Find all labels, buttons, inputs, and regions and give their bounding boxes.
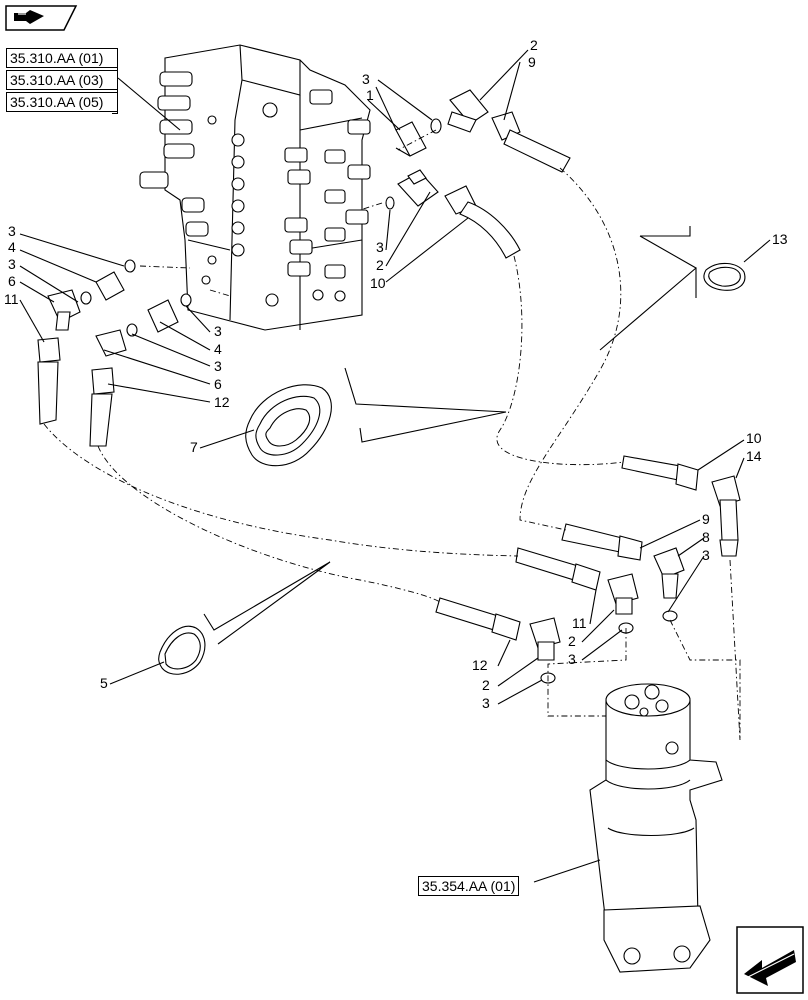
upper-fittings <box>385 89 571 259</box>
callout-6: 6 <box>8 273 16 289</box>
callout-11: 11 <box>572 615 587 631</box>
callout-3: 3 <box>8 223 16 239</box>
callout-3: 3 <box>702 547 710 563</box>
callout-3: 3 <box>362 71 370 87</box>
gasket-5 <box>158 625 206 675</box>
callout-4: 4 <box>8 239 16 255</box>
callout-4: 4 <box>214 341 222 357</box>
valve-ref-01[interactable]: 35.310.AA (01) <box>6 48 118 68</box>
callout-3: 3 <box>8 256 16 272</box>
swivel-ref[interactable]: 35.354.AA (01) <box>418 876 520 896</box>
callout-10: 10 <box>370 275 386 291</box>
callout-6: 6 <box>214 376 222 392</box>
seal-ring-7 <box>245 384 332 467</box>
callout-12: 12 <box>472 657 488 673</box>
lower-hoses <box>435 455 741 684</box>
callout-3: 3 <box>376 239 384 255</box>
callout-11: 11 <box>4 291 19 307</box>
left-fittings <box>37 259 192 447</box>
callout-7: 7 <box>190 439 198 455</box>
callout-2: 2 <box>482 677 490 693</box>
gasket-13 <box>703 262 746 291</box>
valve-ports-center <box>201 102 279 307</box>
routing-lines <box>43 129 741 741</box>
callout-14: 14 <box>746 448 762 464</box>
callout-2: 2 <box>530 37 538 53</box>
callout-2: 2 <box>376 257 384 273</box>
valve-ref-03[interactable]: 35.310.AA (03) <box>6 70 118 90</box>
callout-12: 12 <box>214 394 230 410</box>
callout-2: 2 <box>568 633 576 649</box>
valve-reference-group: 35.310.AA (01) 35.310.AA (03) 35.310.AA … <box>6 48 118 114</box>
callout-13: 13 <box>772 231 788 247</box>
reference-bracket <box>112 48 118 114</box>
valve-ports-right <box>284 89 371 302</box>
leader-lines <box>19 49 771 883</box>
callout-1: 1 <box>366 87 374 103</box>
valve-ref-05[interactable]: 35.310.AA (05) <box>6 92 118 112</box>
callout-9: 9 <box>702 511 710 527</box>
callout-3: 3 <box>568 651 576 667</box>
callout-3: 3 <box>214 323 222 339</box>
callout-labels: 3 1 2 9 3 2 10 3 4 3 6 11 3 4 3 6 12 7 1… <box>4 37 788 711</box>
callout-8: 8 <box>702 529 710 545</box>
book-arrow-icon[interactable] <box>4 4 78 32</box>
callout-3: 3 <box>482 695 490 711</box>
previous-arrow-icon[interactable] <box>736 926 804 994</box>
valve-spools-left <box>139 71 209 237</box>
callout-10: 10 <box>746 430 762 446</box>
callout-5: 5 <box>100 675 108 691</box>
swivel-joint <box>589 683 723 973</box>
callout-3: 3 <box>214 358 222 374</box>
control-valve-block <box>139 44 371 331</box>
callout-9: 9 <box>528 54 536 70</box>
